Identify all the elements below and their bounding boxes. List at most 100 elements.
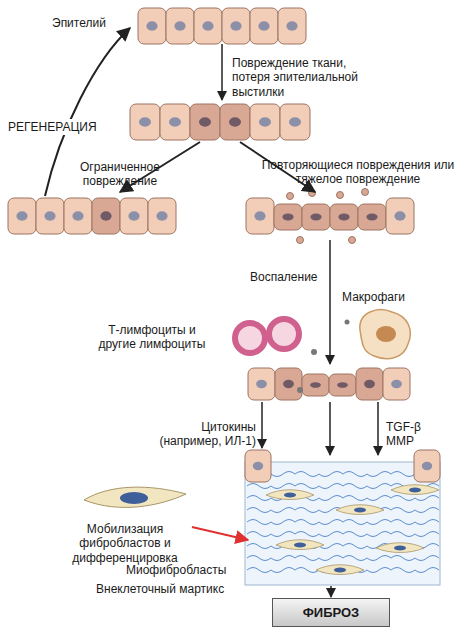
epithelial-cell [148,198,176,234]
cell-nucleus [202,21,213,30]
cell-nucleus [289,117,301,126]
epithelial-cell [250,104,280,140]
cell-nucleus [256,380,267,388]
arrow [329,402,331,455]
label: Т-лимфоциты и другие лимфоциты [92,323,212,352]
label: РЕГЕНЕРАЦИЯ [6,119,99,135]
fibroblast [84,487,186,507]
node-text: ФИБРОЗ [303,605,360,620]
myofibroblast [391,485,439,495]
epithelial-cell [130,104,160,140]
cell-nucleus [199,117,211,126]
label: Повторяющиеся повреждения или тяжелое по… [256,158,460,187]
debris [337,192,344,199]
cell-nucleus [337,382,348,388]
cell-nucleus [282,214,293,221]
myofibroblast-nucleus [294,543,306,548]
epithelial-cell [248,368,275,400]
process-box: ФИБРОЗ [272,598,390,627]
cell-nucleus [128,211,139,220]
myofibroblast [316,565,364,575]
epithelial-cell [302,204,330,230]
label: Внеклеточный мартикс [96,582,224,596]
debris [297,387,303,393]
epithelial-cell [250,8,278,44]
myofibroblast-nucleus [394,546,406,551]
epithelial-cell [8,198,36,234]
cell-nucleus [229,117,241,126]
label: Миофибробласты [126,563,226,577]
epithelial-cell [166,8,194,44]
arrow [329,240,331,364]
arrow [261,402,263,448]
epithelial-cell [414,450,440,482]
myofibroblast-nucleus [409,488,421,493]
label: Мобилизация фибробластов и дифференциров… [62,522,188,565]
cell-nucleus [391,380,402,388]
epithelial-cell [92,198,120,234]
cell-nucleus [286,21,297,30]
label: TGF-β MMP [386,420,430,449]
cell-nucleus [156,211,167,220]
collagen-fiber [247,532,439,537]
epithelial-cell [222,8,250,44]
arrow [330,586,332,597]
label: Эпителий [52,16,106,30]
epithelial-cell [275,368,302,400]
epithelial-cell [274,204,302,230]
cell-nucleus [422,462,432,470]
epithelial-cell [358,204,386,230]
myofibroblast [336,505,384,515]
lymphocyte [269,319,299,349]
cell-nucleus [253,462,263,470]
myofibroblast [276,540,324,550]
cell-nucleus [338,214,349,221]
cell-nucleus [394,211,405,220]
myofibroblast [376,543,424,553]
epithelial-cell [194,8,222,44]
cell-nucleus [310,382,321,388]
fibroblast-nucleus [120,492,148,504]
myofibroblast-nucleus [354,508,366,513]
debris [362,189,369,196]
macrophage [360,310,410,359]
debris [345,320,350,325]
cell-nucleus [254,211,265,220]
arrow [221,44,223,100]
epithelial-cell [120,198,148,234]
epithelial-cell [302,374,329,396]
cell-nucleus [230,21,241,30]
epithelial-cell [138,8,166,44]
debris [297,237,304,244]
cell-nucleus [174,21,185,30]
epithelial-cell [245,450,271,482]
lymphocyte [235,323,265,353]
cell-nucleus [283,380,294,388]
collagen-fiber [247,472,439,477]
label: Цитокины (например, ИЛ-1) [148,420,256,449]
cell-nucleus [100,211,111,220]
cell-nucleus [72,211,83,220]
epithelial-cell [160,104,190,140]
cell-nucleus [310,214,321,221]
red-arrow [192,527,248,540]
epithelial-cell [329,374,356,396]
epithelial-cell [383,368,410,400]
cell-nucleus [366,214,377,221]
debris [287,193,294,200]
epithelial-cell [330,204,358,230]
epithelial-cell [190,104,220,140]
collagen-fiber [247,568,439,573]
epithelial-cell [386,198,414,234]
myofibroblast [266,490,314,500]
epithelial-cell [246,198,274,234]
cell-nucleus [364,380,375,388]
debris [311,349,317,355]
label: Повреждение ткани, потеря эпителиальной … [232,56,372,99]
label: Воспаление [250,270,318,284]
cell-nucleus [44,211,55,220]
cell-nucleus [259,117,271,126]
tissue-block [245,462,440,585]
cell-nucleus [139,117,151,126]
myofibroblast-nucleus [284,493,296,498]
